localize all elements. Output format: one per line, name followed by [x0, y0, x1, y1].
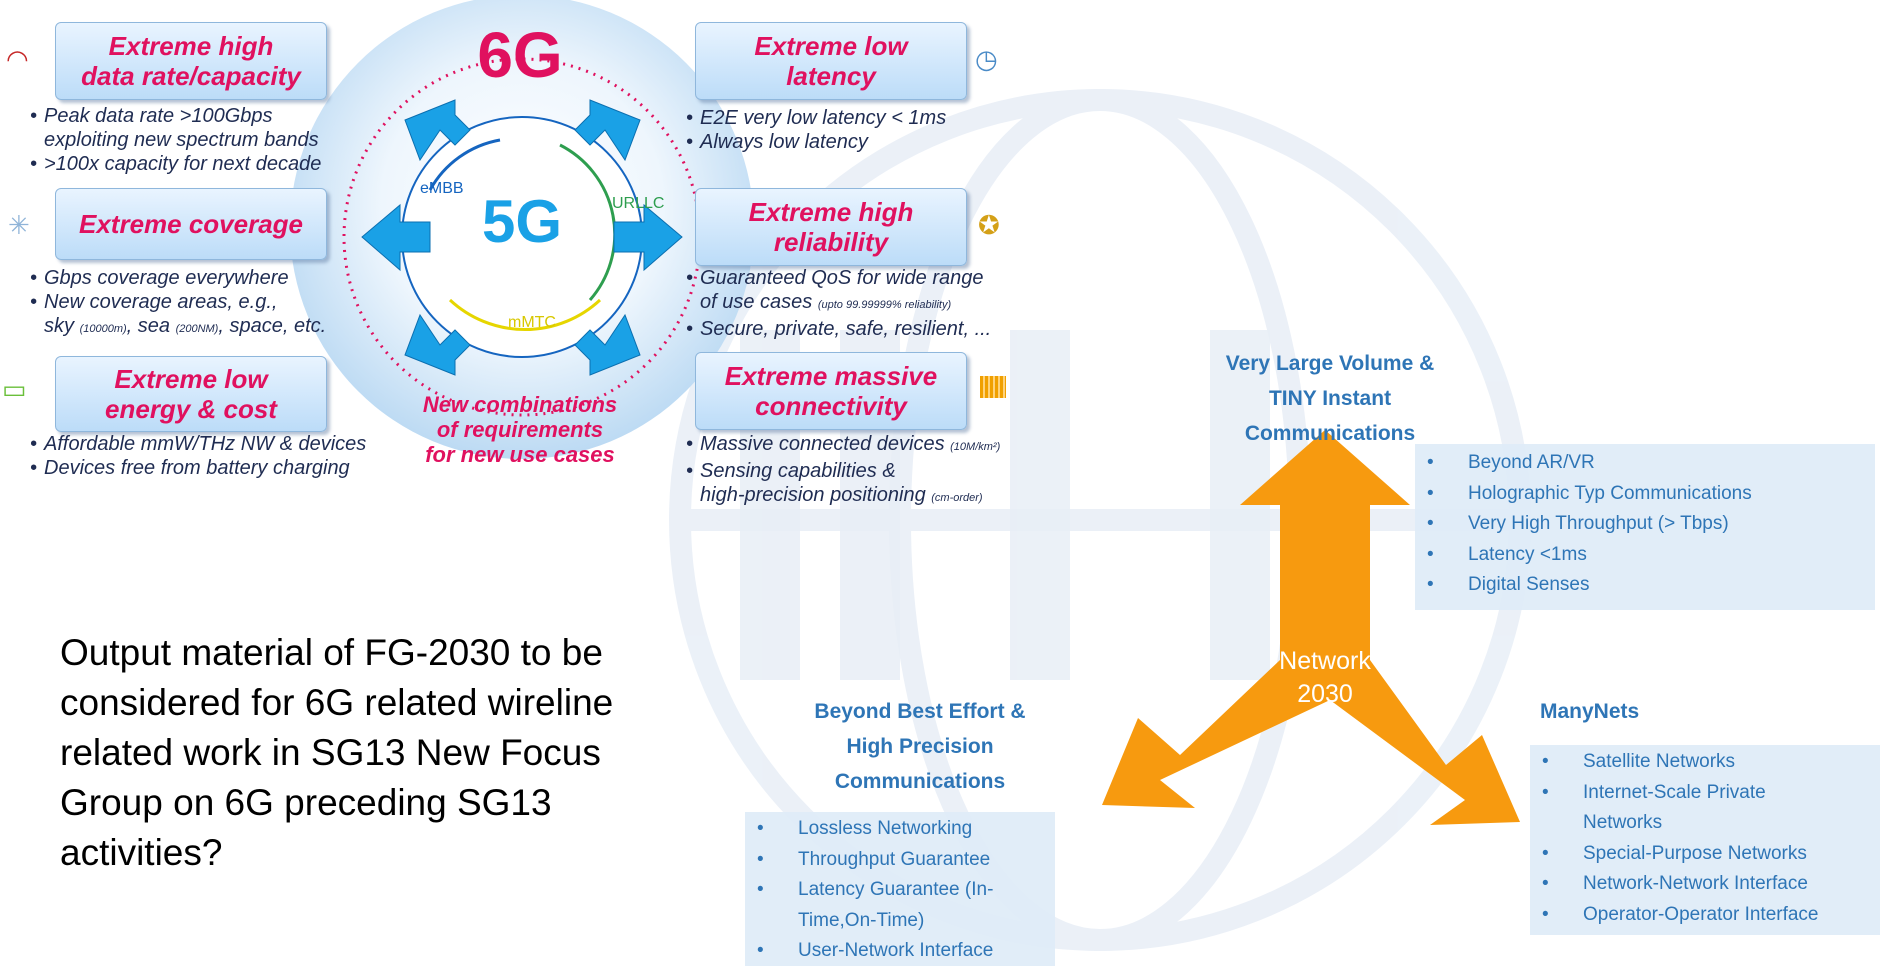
list-item: Secure, private, safe, resilient, ... [686, 317, 991, 341]
panel-latency-bullets: E2E very low latency < 1ms Always low la… [686, 106, 946, 154]
panel-coverage-title: Extreme coverage [55, 188, 327, 260]
list-item: Very High Throughput (> Tbps) [1415, 509, 1875, 540]
medal-icon: ✪ [978, 210, 1000, 240]
arrow-up-left-icon [404, 99, 471, 162]
list-item: Guaranteed QoS for wide range [686, 266, 991, 290]
panel-reliability-bullets: Guaranteed QoS for wide range of use cas… [686, 266, 991, 341]
list-item: New coverage areas, e.g., [30, 290, 326, 314]
list-item: Devices free from battery charging [30, 456, 366, 480]
question-text: Output material of FG-2030 to be conside… [60, 632, 614, 873]
list-item: Satellite Networks [1530, 747, 1880, 778]
list-item: Digital Senses [1415, 570, 1875, 601]
list-item: Network-Network Interface [1530, 869, 1880, 900]
list-item: Beyond AR/VR [1415, 448, 1875, 479]
panel-connectivity-bullets: Massive connected devices (10M/km²) Sens… [686, 432, 1000, 510]
list-item: E2E very low latency < 1ms [686, 106, 946, 130]
network-2030-label: Network 2030 [1279, 647, 1371, 708]
6g-requirements-figure: 6G 5G eMBB URLLC mMTC New combinations o… [0, 0, 1030, 520]
list-item: Special-Purpose Networks [1530, 839, 1880, 870]
list-item: Latency <1ms [1415, 540, 1875, 571]
panel-coverage-bullets: Gbps coverage everywhere New coverage ar… [30, 266, 326, 341]
arrow-down-left-icon [404, 313, 471, 376]
arrow-down-right-icon [574, 313, 641, 376]
list-item: Affordable mmW/THz NW & devices [30, 432, 366, 456]
list-item: Sensing capabilities & [686, 459, 1000, 483]
mmtc-label: mMTC [508, 314, 556, 331]
right-branch-title: ManyNets [1540, 700, 1640, 723]
list-item: User-Network Interface [745, 936, 1055, 967]
stopwatch-icon: ◷ [975, 44, 998, 74]
list-item: sky (10000m), sea (200NM), space, etc. [44, 315, 327, 337]
speedometer-icon: ◠ [6, 44, 29, 74]
chip-icon [980, 376, 1006, 398]
list-item-continuation: Networks [1583, 812, 1663, 833]
top-branch-box: Beyond AR/VR Holographic Typ Communicati… [1415, 444, 1875, 610]
list-item: Always low latency [686, 130, 946, 154]
list-item: Massive connected devices (10M/km²) [686, 432, 1000, 459]
list-item: Throughput Guarantee [745, 845, 1055, 876]
panel-energy-bullets: Affordable mmW/THz NW & devices Devices … [30, 432, 366, 480]
arrow-up-right-icon [574, 99, 641, 162]
5g-center-label: 5G [481, 188, 563, 255]
left-branch-title: Beyond Best Effort & High Precision Comm… [814, 700, 1026, 793]
list-item: Operator-Operator Interface [1530, 900, 1880, 931]
right-branch-box: Satellite Networks Internet-Scale Privat… [1530, 745, 1880, 935]
list-item: of use cases (upto 99.99999% reliability… [700, 291, 952, 313]
list-item: high-precision positioning (cm-order) [700, 484, 983, 506]
list-item: Latency Guarantee (In- [745, 875, 1055, 906]
list-item: Gbps coverage everywhere [30, 266, 326, 290]
left-branch-box: Lossless Networking Throughput Guarantee… [745, 812, 1055, 966]
battery-icon: ▭ [2, 374, 27, 404]
arrow-right-icon [613, 203, 683, 272]
6g-title: 6G [477, 19, 563, 91]
list-item: Holographic Typ Communications [1415, 479, 1875, 510]
list-item: >100x capacity for next decade [30, 152, 321, 176]
sparkle-icon: ✳ [8, 210, 30, 240]
embb-label: eMBB [420, 180, 464, 197]
new-combinations-caption: New combinations of requirements for new… [422, 392, 618, 467]
list-item: Lossless Networking [745, 814, 1055, 845]
list-item: Internet-Scale Private [1530, 778, 1880, 809]
urllc-label: URLLC [612, 195, 665, 212]
list-item-continuation: Time,On-Time) [798, 909, 925, 931]
top-branch-title: Very Large Volume & TINY Instant Communi… [1225, 352, 1435, 445]
arrow-left-icon [361, 203, 431, 272]
